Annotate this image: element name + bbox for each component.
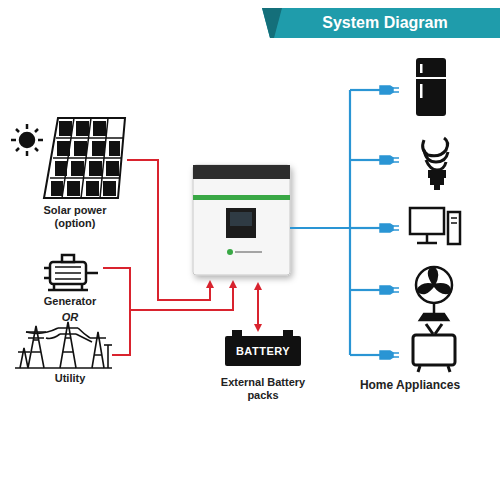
computer-icon: [410, 208, 460, 244]
battery-box: BATTERYExternal Battery packs: [225, 336, 301, 366]
source-label: Generator: [35, 295, 105, 308]
sun-icon: [11, 124, 43, 156]
diagram-title: System Diagram: [280, 8, 490, 38]
fridge-icon: [416, 58, 446, 116]
title-tab: [262, 8, 500, 38]
alternative-label: OR: [50, 311, 90, 324]
fan-icon: [416, 267, 452, 320]
utility-pylons-icon: [15, 322, 112, 368]
tv-icon: [413, 324, 455, 372]
lamp-icon: [423, 138, 448, 190]
output-wires: [290, 90, 380, 355]
generator-icon: [44, 255, 98, 290]
source-label: Solar power (option): [30, 204, 120, 230]
inverter-unit: [193, 165, 290, 275]
battery-caption: External Battery packs: [213, 376, 313, 402]
solar-panel-icon: [44, 118, 125, 198]
battery-label: BATTERY: [225, 336, 301, 366]
plug-icons: [380, 86, 399, 359]
source-label: Utility: [35, 372, 105, 385]
group-label: Home Appliances: [340, 379, 480, 392]
